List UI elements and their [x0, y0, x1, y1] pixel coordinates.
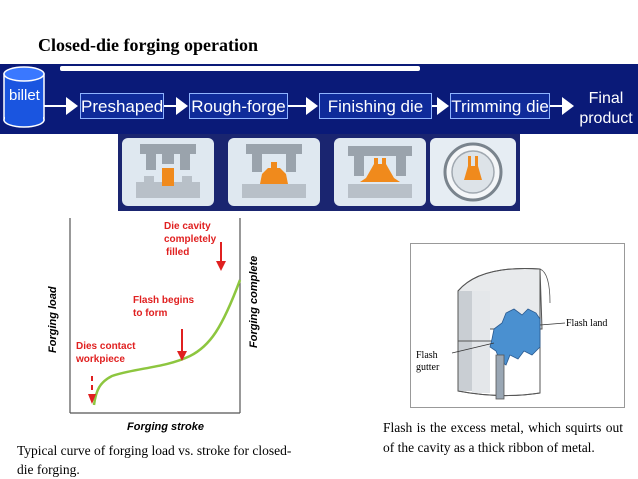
- flow-arrow-icon: [176, 97, 188, 115]
- step-trimming-die: Trimming die: [450, 93, 550, 119]
- annotation-die-cavity-2: completely: [164, 234, 217, 245]
- step-rough-forge: Rough-forge: [189, 93, 288, 119]
- trimmed-part-icon: [443, 142, 503, 202]
- annotation-flash-begins-2: to form: [133, 308, 168, 319]
- die-cavity-arrow-icon: [216, 261, 226, 271]
- chart-frame: [69, 218, 241, 414]
- flash-gutter-label-1: Flash: [416, 350, 438, 361]
- chart-x-axis-label: Forging stroke: [127, 421, 204, 433]
- annotation-die-cavity-3: filled: [166, 247, 189, 258]
- annotation-die-cavity-1: Die cavity: [164, 221, 211, 232]
- final-label-line1: Final: [588, 90, 624, 107]
- flow-arrow-line: [288, 105, 306, 107]
- banner-decor-line: [60, 66, 420, 71]
- flash-gutter-leader: [451, 342, 495, 354]
- chart-right-axis-label: Forging complete: [248, 256, 260, 348]
- chart-y-axis-label: Forging load: [47, 286, 59, 353]
- die-image-trimmed: [430, 138, 516, 206]
- flow-arrow-line: [432, 105, 437, 107]
- flow-arrow-icon: [562, 97, 574, 115]
- flow-arrow-line: [164, 105, 176, 107]
- rough-forge-die-icon: [242, 144, 306, 198]
- die-image-preshaped: [122, 138, 214, 206]
- flash-gutter-label-2: gutter: [416, 362, 440, 373]
- flash-cavity-shape: [489, 308, 541, 366]
- flow-arrow-icon: [437, 97, 449, 115]
- finishing-die-icon: [348, 146, 412, 198]
- flash-caption: Flash is the excess metal, which squirts…: [383, 420, 623, 455]
- flash-begins-arrow-icon: [177, 351, 187, 361]
- step-finishing-die: Finishing die: [319, 93, 432, 119]
- flash-land-leader: [539, 322, 566, 326]
- chart-caption: Typical curve of forging load vs. stroke…: [17, 443, 292, 477]
- preshaped-die-icon: [136, 144, 200, 198]
- flow-arrow-line: [550, 105, 562, 107]
- flow-arrow-line: [44, 105, 66, 107]
- flow-arrow-icon: [306, 97, 318, 115]
- die-image-rough-forge: [228, 138, 320, 206]
- billet-cylinder-icon: [3, 66, 45, 128]
- flash-die-figure: Flash land Flash gutter: [410, 243, 625, 408]
- final-product-label: Final product: [575, 89, 637, 129]
- flow-arrow-icon: [66, 97, 78, 115]
- final-label-line2: product: [579, 110, 633, 127]
- step-preshaped: Preshaped: [80, 93, 164, 119]
- load-curve: [92, 279, 242, 406]
- billet-label: billet: [9, 87, 40, 104]
- die-block: [457, 268, 551, 397]
- page-title: Closed-die forging operation: [38, 35, 258, 55]
- annotation-dies-contact-1: Dies contact: [76, 341, 136, 352]
- dies-contact-arrow-icon: [88, 394, 96, 404]
- die-image-finishing-die: [334, 138, 426, 206]
- forging-load-chart: Dies contact workpiece Flash begins to f…: [47, 218, 260, 433]
- flash-land-label: Flash land: [566, 318, 607, 329]
- annotation-dies-contact-2: workpiece: [75, 354, 125, 365]
- annotation-flash-begins-1: Flash begins: [133, 295, 195, 306]
